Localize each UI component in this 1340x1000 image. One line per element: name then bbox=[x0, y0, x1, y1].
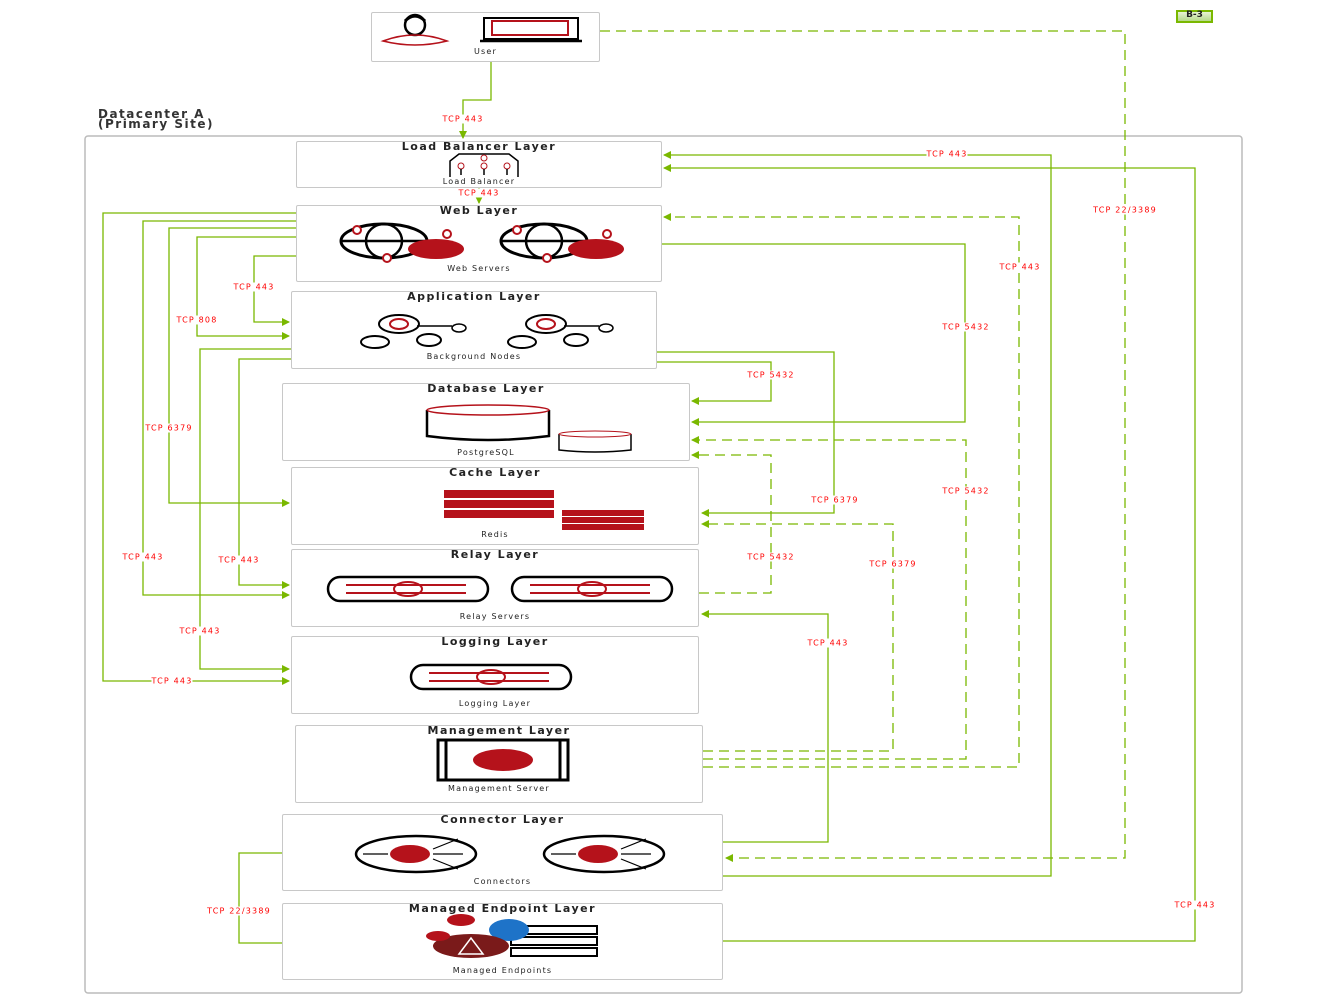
background-node-icon bbox=[360, 314, 467, 349]
connection-line bbox=[196, 236, 296, 340]
connector-icon bbox=[354, 834, 478, 874]
cache-layer[interactable]: Cache Layer Redis bbox=[291, 466, 699, 545]
connection-line bbox=[102, 212, 296, 685]
connection-label: TCP 22/3389 bbox=[207, 906, 271, 916]
connection-label: TCP 808 bbox=[176, 315, 218, 325]
connection-label: TCP 5432 bbox=[747, 370, 795, 380]
relay-server-icon bbox=[326, 575, 490, 603]
layer-title: Managed Endpoint Layer bbox=[408, 902, 597, 915]
web-server-icon bbox=[339, 222, 464, 263]
layer-title: Application Layer bbox=[407, 290, 541, 303]
connector-icon bbox=[542, 834, 666, 874]
connection-line bbox=[657, 361, 772, 405]
layer-caption: Connectors bbox=[473, 877, 532, 886]
layer-caption: Logging Layer bbox=[458, 699, 532, 708]
relay-server-icon bbox=[510, 575, 674, 603]
connection-label: TCP 6379 bbox=[145, 423, 193, 433]
database-layer[interactable]: Database Layer PostgreSQL bbox=[282, 382, 690, 461]
load-balancer-layer[interactable]: Load Balancer Layer Load Balancer bbox=[296, 140, 662, 188]
connection-label: TCP 443 bbox=[122, 552, 164, 562]
background-node-icon bbox=[507, 314, 614, 349]
layer-title: Database Layer bbox=[427, 382, 545, 395]
connection-label: TCP 443 bbox=[1174, 900, 1216, 910]
relay-layer[interactable]: Relay Layer Relay Servers bbox=[291, 548, 699, 627]
connection-line bbox=[691, 451, 772, 594]
connection-line bbox=[663, 213, 1020, 768]
layer-caption: Load Balancer bbox=[442, 177, 516, 186]
load-balancer-icon bbox=[449, 153, 519, 177]
layer-caption: Relay Servers bbox=[459, 612, 531, 621]
layer-caption: Web Servers bbox=[447, 264, 511, 273]
connection-label: TCP 5432 bbox=[942, 322, 990, 332]
connection-label: TCP 443 bbox=[807, 638, 849, 648]
datacenter-title: Datacenter A (Primary Site) bbox=[98, 107, 214, 131]
connection-label: TCP 443 bbox=[151, 676, 193, 686]
layer-caption: Redis bbox=[481, 530, 509, 539]
user-box[interactable]: User bbox=[371, 12, 600, 62]
page-badge: B-3 bbox=[1176, 10, 1213, 23]
connection-line bbox=[701, 610, 829, 843]
connection-label: TCP 443 bbox=[458, 188, 500, 198]
logging-layer[interactable]: Logging Layer Logging Layer bbox=[291, 635, 699, 714]
connection-label: TCP 443 bbox=[233, 282, 275, 292]
connection-label: TCP 22/3389 bbox=[1093, 205, 1157, 215]
web-layer[interactable]: Web Layer Web Servers bbox=[296, 204, 662, 282]
management-server-icon bbox=[436, 738, 570, 782]
layer-caption: Background Nodes bbox=[426, 352, 522, 361]
connection-label: TCP 6379 bbox=[811, 495, 859, 505]
connection-line bbox=[199, 348, 291, 673]
user-caption: User bbox=[473, 47, 498, 56]
layer-caption: PostgreSQL bbox=[457, 448, 515, 457]
layer-caption: Managed Endpoints bbox=[452, 966, 553, 975]
connection-line bbox=[662, 243, 966, 426]
redis-icon bbox=[444, 490, 644, 530]
connection-line bbox=[691, 436, 967, 760]
datacenter-title-line2: (Primary Site) bbox=[98, 117, 214, 131]
datacenter-container bbox=[84, 135, 1243, 994]
layer-title: Cache Layer bbox=[449, 466, 541, 479]
connection-line bbox=[142, 220, 296, 599]
connection-line bbox=[663, 164, 1196, 942]
connection-label: TCP 443 bbox=[442, 114, 484, 124]
layer-title: Relay Layer bbox=[450, 548, 540, 561]
layer-title: Load Balancer Layer bbox=[401, 140, 557, 153]
logging-server-icon bbox=[409, 663, 573, 691]
user-icon bbox=[380, 13, 450, 46]
connection-line bbox=[701, 520, 894, 752]
layer-title: Connector Layer bbox=[440, 813, 565, 826]
application-layer[interactable]: Application Layer Background Nodes bbox=[291, 290, 657, 369]
connection-label: TCP 5432 bbox=[942, 486, 990, 496]
connection-line bbox=[600, 30, 1126, 862]
connection-line bbox=[238, 358, 291, 589]
connection-label: TCP 6379 bbox=[869, 559, 917, 569]
connection-label: TCP 443 bbox=[179, 626, 221, 636]
connection-label: TCP 5432 bbox=[747, 552, 795, 562]
connection-label: TCP 443 bbox=[218, 555, 260, 565]
layer-title: Web Layer bbox=[439, 204, 519, 217]
connection-line bbox=[168, 227, 296, 507]
laptop-icon bbox=[480, 17, 582, 43]
database-icon bbox=[425, 404, 632, 453]
layer-caption: Management Server bbox=[448, 784, 550, 793]
managed-endpoints-icon bbox=[426, 914, 598, 958]
connection-line bbox=[657, 351, 835, 517]
management-layer[interactable]: Management Layer Management Server bbox=[295, 724, 703, 803]
layer-title: Logging Layer bbox=[441, 635, 549, 648]
web-server-icon bbox=[499, 222, 624, 263]
managed-endpoint-layer[interactable]: Managed Endpoint Layer Managed Endpoints bbox=[282, 902, 723, 980]
connection-line bbox=[459, 62, 492, 139]
datacenter-title-line1: Datacenter A bbox=[98, 107, 205, 121]
connector-layer[interactable]: Connector Layer Connectors bbox=[282, 813, 723, 891]
connection-label: TCP 443 bbox=[999, 262, 1041, 272]
layer-title: Management Layer bbox=[427, 724, 571, 737]
connection-label: TCP 443 bbox=[926, 149, 968, 159]
connection-line bbox=[663, 151, 1052, 877]
